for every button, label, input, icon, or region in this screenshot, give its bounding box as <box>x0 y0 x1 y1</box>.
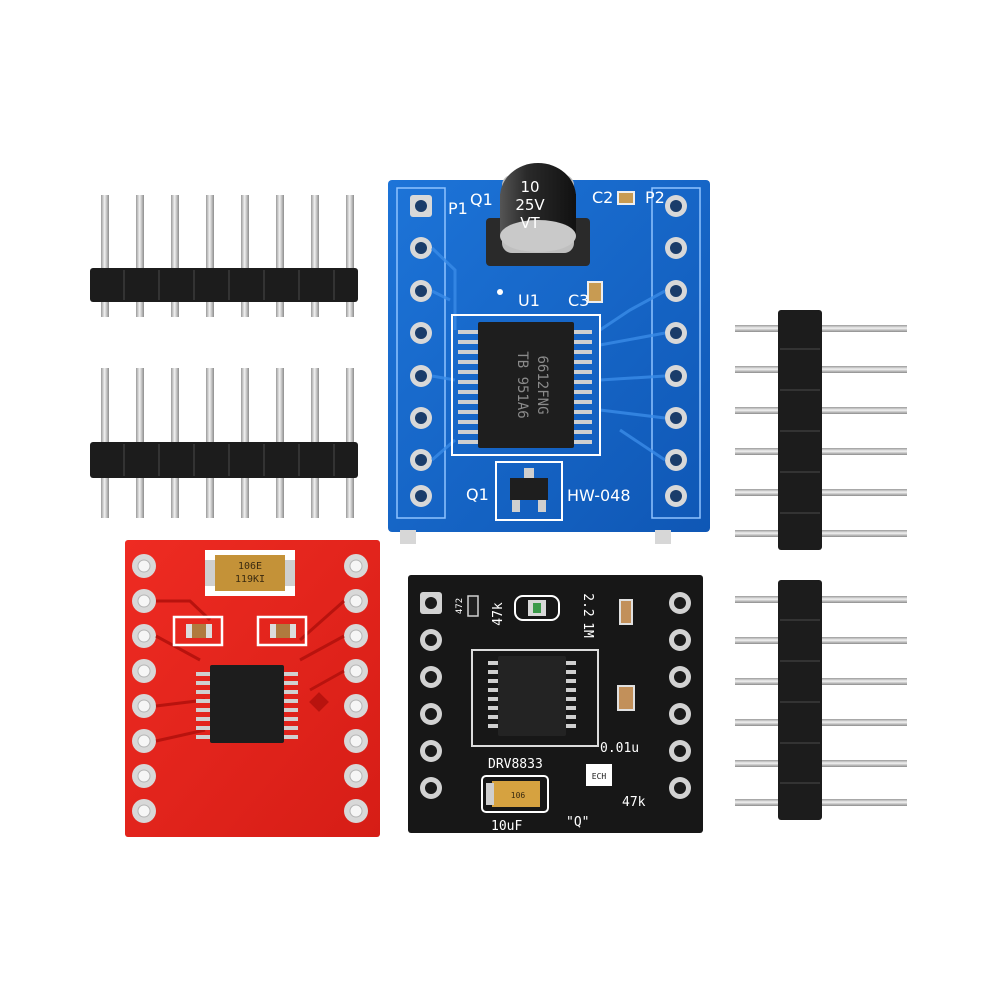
smd-capacitor-c3 <box>587 281 603 303</box>
tantalum-marking: 106 <box>511 791 526 800</box>
pin-pads-right <box>669 592 691 799</box>
tantalum-marking-line2: 119KI <box>235 574 265 585</box>
driver-ic <box>196 665 298 743</box>
label-472: 472 <box>455 598 465 614</box>
label-1m: 1M <box>580 622 595 638</box>
chip-marking-line2: 6612FNG <box>534 355 550 414</box>
tantalum-capacitor: 106 <box>481 775 549 813</box>
driver-ic-drv8833 <box>471 649 599 747</box>
transistor-q1 <box>495 461 563 521</box>
label-10uf: 10uF <box>491 819 522 834</box>
driver-ic-tb6612fng: TB 951A6 6612FNG <box>451 314 601 456</box>
smd-resistor <box>467 595 479 617</box>
smd-capacitor-left <box>172 615 224 647</box>
tantalum-marking-line1: 106E <box>238 561 262 572</box>
red-driver-board: 106E 119KI <box>125 540 380 837</box>
label-p2: P2 <box>645 188 665 207</box>
label-q: "Q" <box>566 815 589 830</box>
smd-transistor <box>586 764 612 786</box>
smd-capacitor-c2 <box>617 191 635 205</box>
pin-header-left-top <box>90 195 358 317</box>
header-plastic <box>90 442 358 478</box>
smd-capacitor-right <box>256 615 308 647</box>
label-47k-top: 47k <box>491 602 506 626</box>
tantalum-capacitor: 106E 119KI <box>205 550 295 596</box>
smd-capacitor <box>617 685 635 711</box>
capacitor-label-series: VT <box>520 214 540 232</box>
label-u1: U1 <box>518 291 540 310</box>
electrolytic-capacitor: 10 25V VT <box>486 163 590 266</box>
board-model-label: DRV8833 <box>488 757 543 772</box>
label-47k-bottom: 47k <box>622 795 646 810</box>
blue-driver-board: 10 25V VT P1 Q1 C2 P2 U1 C3 <box>388 163 710 544</box>
pin-pads-right <box>665 195 687 507</box>
header-plastic <box>90 268 358 302</box>
label-2-2: 2.2 <box>580 593 595 616</box>
pin-header-left-bottom <box>90 368 358 518</box>
pin-pads-right <box>344 554 368 823</box>
black-driver-board: 47k 472 2.2 1M 0.01u DRV <box>408 575 703 834</box>
label-q1-top: Q1 <box>470 190 493 209</box>
chip-marking-line1: TB 951A6 <box>514 351 530 418</box>
header-pins <box>101 195 354 317</box>
label-0-01u: 0.01u <box>600 741 639 756</box>
pin-header-right-top <box>735 310 907 550</box>
smd-capacitor <box>619 599 633 625</box>
capacitor-label-value: 10 <box>520 178 539 196</box>
label-c3: C3 <box>568 291 589 310</box>
pin-pads-left <box>410 195 432 507</box>
label-ech: ECH <box>592 772 607 781</box>
pin-header-right-bottom <box>735 580 907 820</box>
label-q1-bottom: Q1 <box>466 485 489 504</box>
led-indicator <box>514 595 560 621</box>
label-c2: C2 <box>592 188 613 207</box>
capacitor-label-voltage: 25V <box>515 196 545 214</box>
header-plastic <box>778 580 822 820</box>
pin-pads-left <box>420 592 442 799</box>
pin-pads-left <box>132 554 156 823</box>
label-p1: P1 <box>448 199 468 218</box>
board-model-label: HW-048 <box>567 486 631 505</box>
